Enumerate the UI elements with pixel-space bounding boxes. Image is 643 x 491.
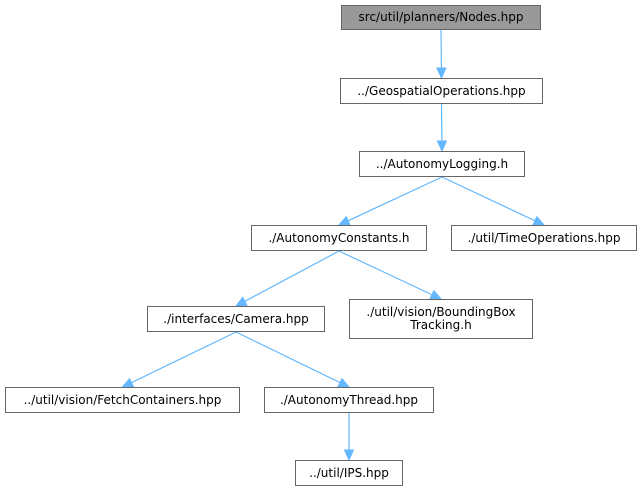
edge-geospatial_operations-to-autonomy_logging xyxy=(436,103,448,153)
node-fetch-containers[interactable]: ../util/vision/FetchContainers.hpp xyxy=(5,387,240,413)
node-time-operations[interactable]: ./util/TimeOperations.hpp xyxy=(451,225,637,251)
node-ips[interactable]: ../util/IPS.hpp xyxy=(295,460,403,486)
edge-line xyxy=(441,176,536,222)
node-nodes-hpp: src/util/planners/Nodes.hpp xyxy=(341,5,541,30)
edge-arrowhead xyxy=(337,377,351,388)
edge-line xyxy=(347,176,443,222)
edge-arrowhead xyxy=(436,67,447,80)
edge-camera-to-autonomy_thread xyxy=(235,331,351,388)
node-autonomy-logging[interactable]: ../AutonomyLogging.h xyxy=(359,151,525,177)
edge-autonomy_constants-to-camera xyxy=(234,250,340,307)
edge-camera-to-fetch_containers xyxy=(121,331,237,388)
edge-line xyxy=(244,250,340,302)
edge-arrowhead xyxy=(429,289,443,300)
node-bounding-box-tracking[interactable]: ./util/vision/BoundingBox Tracking.h xyxy=(349,299,533,339)
edge-line xyxy=(338,250,433,296)
node-autonomy-thread[interactable]: ./AutonomyThread.hpp xyxy=(264,387,434,413)
node-geospatial-operations[interactable]: ../GeospatialOperations.hpp xyxy=(340,78,543,104)
edge-autonomy_logging-to-autonomy_constants xyxy=(337,176,443,226)
node-autonomy-constants[interactable]: ./AutonomyConstants.h xyxy=(251,225,427,251)
edge-arrowhead xyxy=(234,296,248,307)
edge-autonomy_thread-to-ips xyxy=(343,413,355,462)
node-camera[interactable]: ./interfaces/Camera.hpp xyxy=(147,306,325,332)
edge-arrowhead xyxy=(532,215,546,226)
edge-arrowhead xyxy=(337,215,351,226)
edge-nodes_hpp-to-geospatial_operations xyxy=(436,29,447,80)
edge-line xyxy=(235,331,341,384)
edge-autonomy_constants-to-bounding_box_tracking xyxy=(338,250,443,300)
edge-arrowhead xyxy=(436,140,448,153)
edge-arrowhead xyxy=(121,377,135,388)
edge-autonomy_logging-to-time_operations xyxy=(441,176,546,226)
edge-line xyxy=(131,331,237,384)
edge-arrowhead xyxy=(343,449,355,462)
